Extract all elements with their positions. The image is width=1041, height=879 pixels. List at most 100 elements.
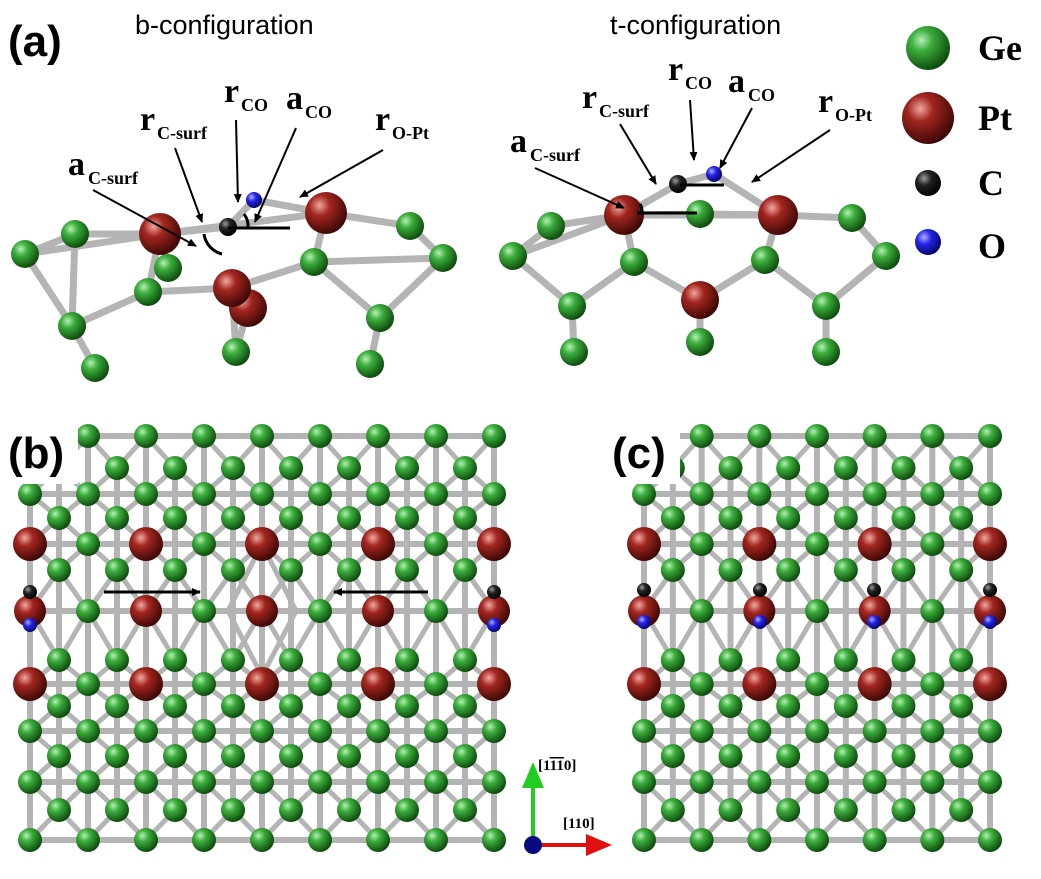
panel-b-ge-atom	[192, 719, 216, 743]
panel-c-ge-atom	[949, 744, 974, 768]
panel-c-ge-atom	[862, 719, 887, 743]
b-config-ge-atom	[300, 248, 328, 276]
panel-b-ge-atom	[76, 719, 100, 743]
svg-text:O-Pt: O-Pt	[392, 123, 429, 143]
panel-b-ge-atom	[279, 558, 303, 582]
panel-c-ge-atom	[833, 558, 858, 582]
panel-b-ge-atom	[308, 599, 332, 623]
panel-b-ge-atom	[366, 719, 390, 743]
panel-c-ge-atom	[660, 798, 685, 822]
panel-b-ge-atom	[279, 456, 303, 480]
panel-c-ge-atom	[805, 770, 829, 794]
panel-b-ge-atom	[453, 506, 477, 530]
panel-c-ge-atom	[833, 506, 858, 530]
t-arrow-r-o-pt	[751, 129, 831, 183]
b-config-pt-atom	[305, 192, 347, 234]
panel-b-ge-atom	[250, 719, 274, 743]
panel-c-ge-atom	[920, 672, 945, 696]
b-config-bond	[156, 209, 330, 238]
panel-b-ge-atom	[337, 648, 361, 672]
panel-c-ge-atom	[776, 648, 801, 672]
panel-b-ge-atom	[221, 744, 245, 768]
panel-b-c-atom	[487, 585, 501, 599]
panel-c-pt-atom	[742, 667, 777, 701]
panel-c-ge-atom	[805, 424, 829, 448]
panel-b-ge-atom	[105, 798, 129, 822]
b-arrow-a-co	[254, 127, 297, 223]
panel-b-o-atom	[23, 618, 37, 632]
panel-b-ge-atom	[76, 770, 100, 794]
svg-text:CO: CO	[305, 102, 332, 122]
panel-b-pt-atom	[361, 667, 395, 701]
panel-c-ge-atom	[689, 482, 714, 506]
panel-c-ge-atom	[805, 599, 829, 623]
panel-b-ge-atom	[105, 694, 129, 718]
panel-c-ge-atom	[805, 532, 829, 556]
b-configuration-title: b-configuration	[135, 10, 314, 40]
panel-b-ge-atom	[308, 770, 332, 794]
b-config-ge-atom	[61, 220, 89, 248]
panel-b-ge-atom	[105, 744, 129, 768]
panel-b-ge-atom	[192, 532, 216, 556]
b-config-ge-atom	[154, 254, 182, 282]
svg-text:C-surf: C-surf	[599, 101, 650, 121]
legend-ge-label: Ge	[978, 28, 1022, 68]
svg-text:CO: CO	[685, 73, 712, 93]
panel-c-ge-atom	[978, 828, 1002, 852]
b-config-bond	[310, 258, 384, 322]
panel-b-ge-atom	[424, 532, 448, 556]
legend-pt-label: Pt	[978, 98, 1012, 138]
svg-text:r: r	[375, 101, 390, 138]
panel-b-ge-atom	[47, 798, 71, 822]
panel-b-ge-atom	[163, 744, 187, 768]
panel-c-ge-atom	[978, 424, 1002, 448]
t-config-ge-atom	[499, 242, 527, 270]
panel-c-o-atom	[637, 615, 651, 629]
panel-b-pt-atom	[130, 595, 162, 627]
b-arrow-r-c-surf	[174, 147, 204, 223]
t-config-ge-atom	[751, 246, 779, 274]
panel-b-ge-atom	[395, 456, 419, 480]
panel-c-ge-atom	[920, 828, 945, 852]
panel-b-pt-atom	[477, 667, 511, 701]
t-config-pt-atom	[604, 195, 644, 235]
panel-b-ge-atom	[453, 694, 477, 718]
panel-c-ge-atom	[718, 694, 743, 718]
b-arrow-r-o-pt	[299, 149, 384, 198]
panel-label-b: (b)	[8, 429, 64, 478]
panel-b-ge-atom	[482, 719, 506, 743]
panel-b-ge-atom	[395, 798, 419, 822]
panel-c-pt-atom	[627, 667, 661, 701]
panel-c-pt-atom	[973, 667, 1007, 701]
panel-c-ge-atom	[747, 828, 772, 852]
axis-horizontal-arrowhead	[586, 834, 612, 856]
panel-c-ge-atom	[632, 482, 656, 506]
b-config-bond	[310, 254, 447, 266]
panel-c-ge-atom	[776, 744, 801, 768]
b-config-ge-atom	[356, 350, 384, 378]
panel-c-ge-atom	[718, 456, 743, 480]
svg-text:a: a	[728, 63, 745, 100]
b-annotation-a-c-surf: a C-surf	[68, 146, 139, 188]
t-annotation-r-co: r CO	[668, 51, 712, 93]
panel-b-ge-atom	[221, 694, 245, 718]
panel-b-ge-atom	[163, 558, 187, 582]
t-configuration-title: t-configuration	[610, 10, 781, 40]
panel-b-ge-atom	[163, 456, 187, 480]
panel-b-pt-atom	[13, 527, 47, 561]
panel-c-ge-atom	[920, 424, 945, 448]
panel-b-ge-atom	[250, 828, 274, 852]
panel-c-ge-atom	[689, 532, 714, 556]
panel-c-ge-atom	[689, 424, 714, 448]
panel-c-ge-atom	[776, 456, 801, 480]
panel-c-ge-atom	[891, 648, 916, 672]
b-angle-arc-co	[242, 213, 250, 229]
panel-b-ge-atom	[76, 424, 100, 448]
panel-b-ge-atom	[366, 482, 390, 506]
panel-c-ge-atom	[689, 770, 714, 794]
t-config-ge-atom	[812, 338, 840, 366]
axis-vertical-label: [1110]	[538, 758, 576, 774]
panel-b-ge-atom	[308, 532, 332, 556]
panel-b-label-background	[0, 418, 78, 484]
panel-c-ge-atom	[747, 719, 772, 743]
